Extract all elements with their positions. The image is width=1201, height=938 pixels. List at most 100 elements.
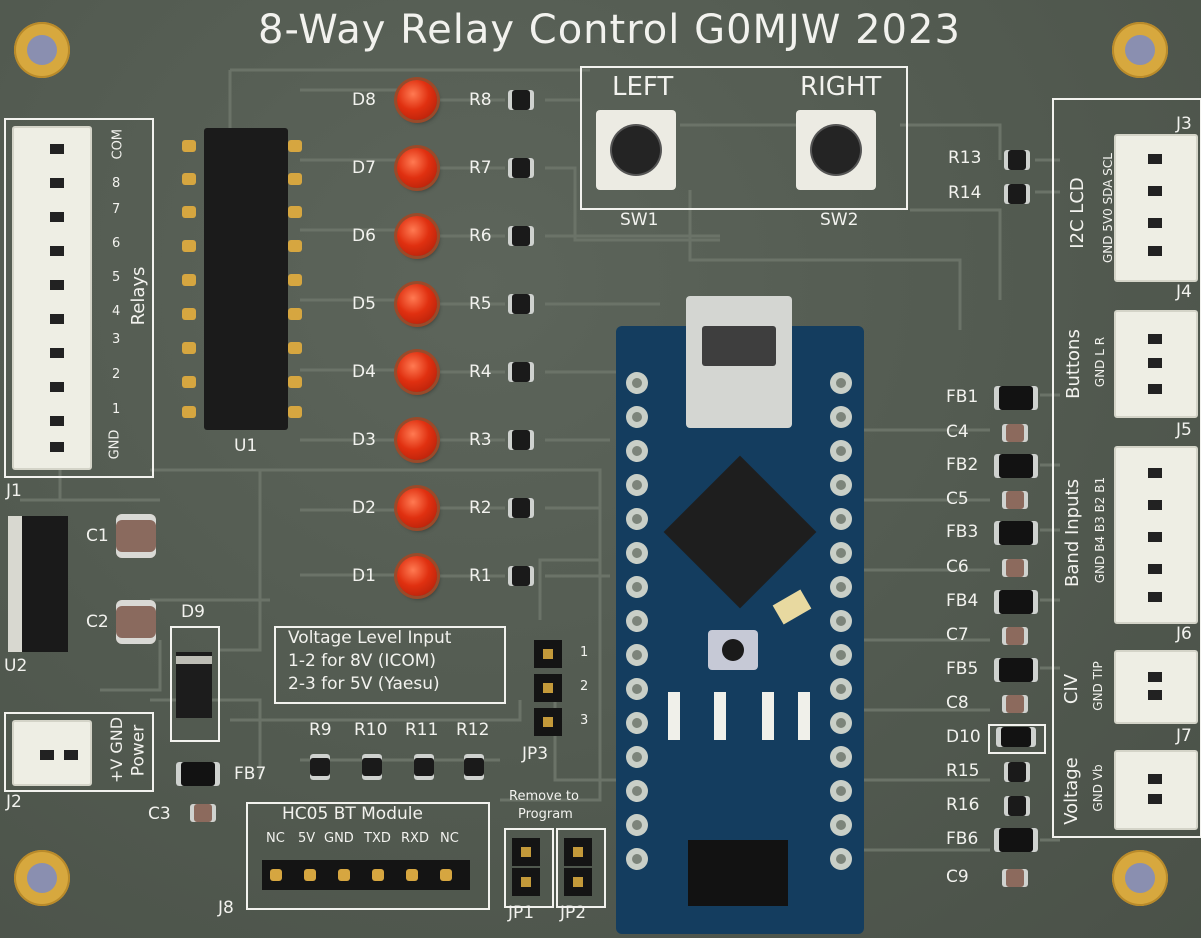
jp3-ref: JP3	[522, 744, 549, 764]
j5-label: Band Inputs	[1062, 479, 1083, 587]
jp3-pin-label-2: 2	[580, 679, 589, 694]
resistor-r8	[508, 90, 534, 110]
j6-pins: GND TIP	[1091, 661, 1105, 711]
j5-connector	[1114, 446, 1198, 624]
j2-ref: J2	[6, 792, 22, 812]
c6-ref: C6	[946, 557, 969, 577]
r14-ref: R14	[948, 183, 982, 203]
mounting-hole-bottom-left	[14, 850, 70, 906]
resistor-r7	[508, 158, 534, 178]
ferrite-fb2	[994, 454, 1038, 478]
j3-connector	[1114, 134, 1198, 282]
arduino-nano-module	[616, 296, 864, 934]
c3-ref: C3	[148, 804, 171, 824]
led-d2	[397, 488, 437, 528]
j2-label: Power	[128, 724, 149, 777]
capacitor-c1	[116, 514, 156, 558]
ferrite-fb7	[176, 762, 220, 786]
resistor-ref-r6: R6	[469, 226, 492, 246]
left-button-sw1[interactable]	[596, 110, 676, 190]
d10-ref: D10	[946, 727, 981, 747]
resistor-r15	[1004, 762, 1030, 782]
led-d3	[397, 420, 437, 460]
buttons-outline	[580, 66, 908, 210]
d10-outline	[988, 724, 1046, 754]
j3-pins: GND 5V0 SDA SCL	[1101, 153, 1115, 263]
led-ref-d1: D1	[352, 566, 376, 586]
right-button-sw2[interactable]	[796, 110, 876, 190]
j8-header	[262, 860, 470, 890]
j1-pin-4: 4	[112, 304, 121, 319]
j6-label: CIV	[1061, 673, 1082, 705]
voltage-note-line-2: 1-2 for 8V (ICOM)	[288, 651, 436, 671]
jp3-pin-3	[534, 708, 562, 736]
resistor-r2	[508, 498, 534, 518]
resistor-ref-r4: R4	[469, 362, 492, 382]
resistor-ref-r5: R5	[469, 294, 492, 314]
mounting-hole-bottom-right	[1112, 850, 1168, 906]
mounting-hole-top-right	[1112, 22, 1168, 78]
capacitor-c9	[1002, 869, 1028, 887]
resistor-r3	[508, 430, 534, 450]
r11-ref: R11	[405, 720, 439, 740]
ferrite-fb5	[994, 658, 1038, 682]
capacitor-c3	[190, 804, 216, 822]
voltage-note-line-1: Voltage Level Input	[288, 628, 452, 648]
voltage-note-box	[274, 626, 506, 704]
j2-outline	[4, 712, 154, 792]
capacitor-c2	[116, 600, 156, 644]
j6-connector	[1114, 650, 1198, 724]
j7-ref: J7	[1176, 726, 1192, 746]
jp2-pin-1	[564, 838, 592, 866]
j8-title: HC05 BT Module	[282, 804, 423, 824]
c9-ref: C9	[946, 867, 969, 887]
left-button-cap[interactable]	[612, 126, 660, 174]
usb-connector	[686, 296, 792, 428]
j6-ref: J6	[1176, 624, 1192, 644]
resistor-r9	[310, 754, 330, 780]
reset-button[interactable]	[708, 630, 758, 670]
jp3-pin-2	[534, 674, 562, 702]
jp3-pin-label-1: 1	[580, 645, 589, 660]
fb6-ref: FB6	[946, 829, 979, 849]
sw2-ref: SW2	[820, 210, 859, 230]
j1-pin-1: 1	[112, 402, 121, 417]
resistor-r5	[508, 294, 534, 314]
capacitor-c7	[1002, 627, 1028, 645]
fb4-ref: FB4	[946, 591, 979, 611]
icsp-header	[688, 840, 788, 906]
u1-ref: U1	[234, 436, 258, 456]
led-d6	[397, 216, 437, 256]
led-ref-d5: D5	[352, 294, 376, 314]
j5-pins: GND B4 B3 B2 B1	[1093, 476, 1107, 584]
led-ref-d4: D4	[352, 362, 376, 382]
right-button-cap[interactable]	[812, 126, 860, 174]
u2-regulator	[8, 516, 68, 652]
resistor-ref-r2: R2	[469, 498, 492, 518]
crystal	[772, 589, 812, 625]
r15-ref: R15	[946, 761, 980, 781]
j8-pin-rxd: RXD	[401, 831, 429, 846]
r12-ref: R12	[456, 720, 490, 740]
u1-chip	[204, 128, 288, 430]
diode-d9	[176, 652, 212, 718]
j1-outline	[4, 118, 154, 478]
c2-ref: C2	[86, 612, 109, 632]
resistor-r13	[1004, 150, 1030, 170]
resistor-r14	[1004, 184, 1030, 204]
resistor-r12	[464, 754, 484, 780]
ferrite-fb6	[994, 828, 1038, 852]
c7-ref: C7	[946, 625, 969, 645]
program-note-line-1: Remove to	[509, 789, 579, 804]
r16-ref: R16	[946, 795, 980, 815]
c1-ref: C1	[86, 526, 109, 546]
resistor-r11	[414, 754, 434, 780]
j7-connector	[1114, 750, 1198, 830]
led-ref-d8: D8	[352, 90, 376, 110]
board-title: 8-Way Relay Control G0MJW 2023	[258, 7, 961, 53]
j1-pin-2: 2	[112, 367, 121, 382]
jp2-outline	[556, 828, 606, 908]
j1-pin-gnd: GND	[107, 429, 123, 460]
j8-pin-5v: 5V	[298, 831, 316, 846]
led-d7	[397, 148, 437, 188]
